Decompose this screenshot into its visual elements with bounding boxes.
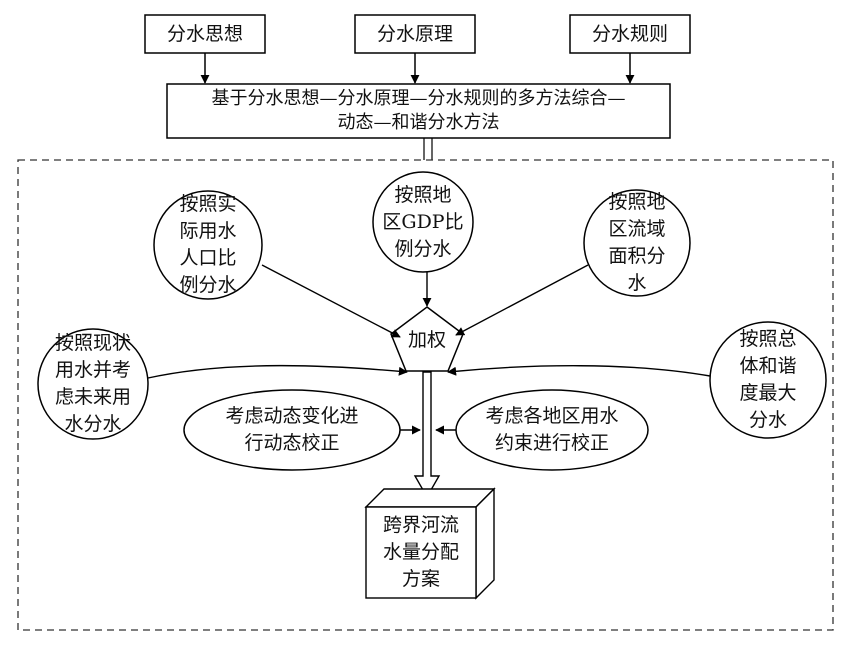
method-line: 区流域 — [608, 218, 666, 240]
method-line: 例分水 — [179, 274, 237, 296]
top-box-idea — [144, 14, 266, 54]
method-line: 际用水 — [179, 220, 237, 242]
method-line: 面积分 — [608, 245, 666, 267]
correction-line: 约束进行校正 — [494, 432, 609, 454]
method-line: 虑未来用 — [54, 386, 131, 408]
correction-line: 考虑动态变化进 — [225, 405, 359, 427]
integration-label-line2: 动态—和谐分水方法 — [337, 112, 500, 133]
method-label-gdp: 按照地 区GDP比 例分水 — [373, 182, 473, 263]
result-line: 跨界河流 — [382, 514, 459, 536]
correction-line: 行动态校正 — [244, 432, 340, 454]
method-line: 例分水 — [394, 238, 452, 260]
correction-line: 考虑各地区用水 — [485, 405, 619, 427]
result-label: 跨界河流 水量分配 方案 — [366, 512, 476, 593]
dashed-container — [17, 159, 834, 631]
integration-label-line1: 基于分水思想—分水原理—分水规则的多方法综合— — [211, 88, 626, 109]
result-box — [364, 487, 496, 600]
method-circle-actual-water — [153, 190, 263, 300]
hollow-down-arrow — [413, 371, 441, 499]
method-line: 体和谐 — [739, 355, 797, 377]
method-label-basin-area: 按照地 区流域 面积分 水 — [587, 189, 687, 297]
top-box-principle-label: 分水原理 — [376, 23, 453, 45]
method-line: 按照地 — [394, 184, 452, 206]
method-circle-max-harmony — [709, 321, 827, 439]
integration-box — [166, 83, 671, 139]
top-box-idea-label: 分水思想 — [166, 23, 243, 45]
method-line: 水分水 — [64, 413, 122, 435]
result-line: 方案 — [401, 568, 440, 590]
method-line: 人口比 — [179, 247, 237, 269]
method-line: 区GDP比 — [382, 211, 464, 233]
result-line: 水量分配 — [382, 541, 459, 563]
method-line: 按照实 — [179, 193, 237, 215]
weighting-label: 加权 — [407, 329, 446, 351]
method-circle-gdp — [372, 171, 474, 273]
correction-label-dynamic: 考虑动态变化进 行动态校正 — [190, 403, 394, 457]
method-line: 度最大 — [739, 382, 797, 404]
integration-label: 基于分水思想—分水原理—分水规则的多方法综合— 动态—和谐分水方法 — [167, 87, 670, 135]
correction-label-constraint: 考虑各地区用水 约束进行校正 — [456, 403, 648, 457]
method-line: 按照总 — [739, 328, 797, 350]
method-label-current-future: 按照现状 用水并考 虑未来用 水分水 — [38, 330, 148, 438]
method-label-max-harmony: 按照总 体和谐 度最大 分水 — [718, 326, 818, 434]
top-box-principle — [354, 14, 476, 54]
method-line: 按照现状 — [54, 332, 131, 354]
method-circle-basin-area — [583, 189, 691, 297]
method-line: 按照地 — [608, 191, 666, 213]
top-box-rule-label: 分水规则 — [591, 23, 668, 45]
method-line: 用水并考 — [54, 359, 131, 381]
method-line: 水 — [627, 272, 647, 294]
method-line: 分水 — [748, 409, 787, 431]
method-label-actual-water: 按照实 际用水 人口比 例分水 — [158, 191, 258, 299]
method-circle-current-future — [37, 328, 149, 440]
